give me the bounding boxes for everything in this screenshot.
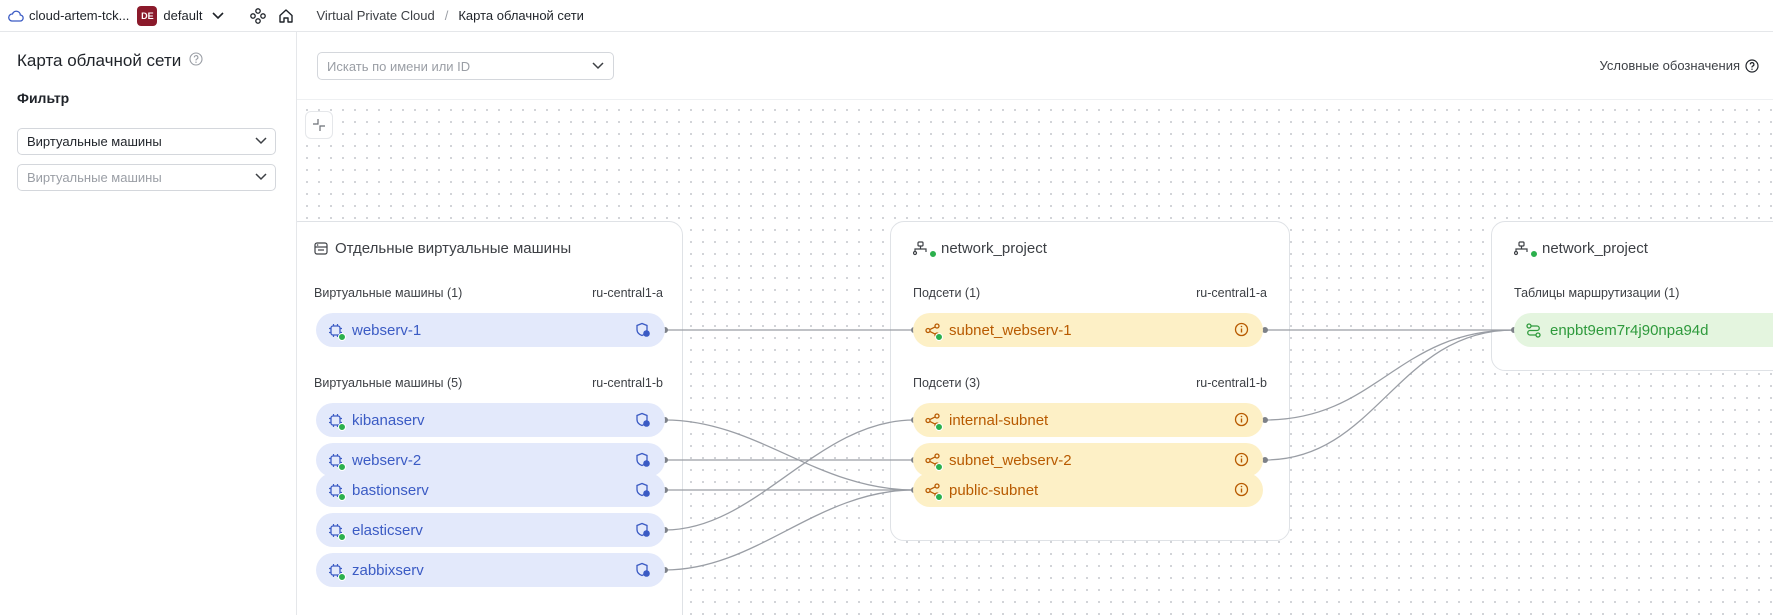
help-icon	[1745, 58, 1759, 73]
info-icon[interactable]	[1234, 412, 1249, 427]
vm-icon	[328, 483, 346, 501]
vm-name: webserv-1	[352, 321, 422, 339]
subnet-name: subnet_webserv-1	[949, 321, 1072, 339]
subnet-section-b-label: Подсети (3)	[913, 376, 981, 390]
subnet-name: subnet_webserv-2	[949, 451, 1072, 469]
security-group-icon[interactable]	[635, 562, 651, 578]
route-group-title-row: network_project	[1514, 240, 1648, 258]
filter-items-placeholder: Виртуальные машины	[27, 170, 162, 185]
vm-group-title: Отдельные виртуальные машины	[335, 240, 572, 257]
filter-type-select[interactable]: Виртуальные машины	[17, 128, 276, 155]
vm-section-a-label: Виртуальные машины (1)	[314, 286, 463, 300]
chevron-down-icon	[255, 173, 267, 181]
route-section-label: Таблицы маршрутизации (1)	[1514, 286, 1680, 300]
vm-icon	[328, 563, 346, 581]
security-group-icon[interactable]	[635, 452, 651, 468]
subnet-node-internal-subnet[interactable]: internal-subnet	[913, 403, 1263, 437]
subnet-name: internal-subnet	[949, 411, 1049, 429]
vm-node-webserv-1[interactable]: webserv-1	[316, 313, 665, 347]
network-icon	[1514, 241, 1538, 258]
network-map-canvas[interactable]: Искать по имени или ID Условные обозначе…	[297, 32, 1773, 615]
search-placeholder: Искать по имени или ID	[327, 58, 471, 74]
legend-button[interactable]: Условные обозначения	[1600, 58, 1759, 73]
vm-name: webserv-2	[352, 451, 422, 469]
route-table-name: enpbt9em7r4j90npa94d	[1550, 321, 1709, 339]
breadcrumb-current: Карта облачной сети	[458, 8, 584, 23]
page-title-row: Карта облачной сети	[17, 51, 203, 71]
sidebar: Карта облачной сети Фильтр Виртуальные м…	[0, 32, 297, 615]
vm-group-title-row: Отдельные виртуальные машины	[314, 240, 571, 257]
vm-node-webserv-2[interactable]: webserv-2	[316, 443, 665, 477]
route-table-icon	[1526, 322, 1541, 338]
route-table-node[interactable]: enpbt9em7r4j90npa94d	[1514, 313, 1773, 347]
subnet-node-subnet-webserv-1[interactable]: subnet_webserv-1	[913, 313, 1263, 347]
filter-type-value: Виртуальные машины	[27, 134, 162, 149]
subnet-section-a-zone: ru-central1-a	[1196, 286, 1267, 300]
subnet-section-b-zone: ru-central1-b	[1196, 376, 1267, 390]
vm-section-a-zone: ru-central1-a	[592, 286, 663, 300]
chevron-down-icon[interactable]	[212, 11, 225, 20]
vm-icon	[328, 453, 346, 471]
vm-name: bastionserv	[352, 481, 429, 499]
page-title: Карта облачной сети	[17, 51, 182, 70]
network-icon	[913, 241, 937, 258]
info-icon[interactable]	[1234, 322, 1249, 337]
vm-section-b-label: Виртуальные машины (5)	[314, 376, 463, 390]
subnet-icon	[925, 482, 943, 501]
chevron-down-icon	[255, 137, 267, 145]
folder-name[interactable]: default	[163, 8, 203, 23]
info-icon[interactable]	[1234, 452, 1249, 467]
vm-icon	[328, 413, 346, 431]
server-icon	[314, 242, 328, 255]
vm-icon	[328, 523, 346, 541]
info-icon[interactable]	[1234, 482, 1249, 497]
home-icon[interactable]	[278, 8, 294, 24]
help-icon[interactable]	[189, 51, 203, 71]
vm-section-b-zone: ru-central1-b	[592, 376, 663, 390]
filter-label: Фильтр	[17, 90, 70, 106]
network-group-title-row: network_project	[913, 240, 1047, 258]
vm-node-zabbixserv[interactable]: zabbixserv	[316, 553, 665, 587]
cloud-name: cloud-artem-tck...	[29, 8, 130, 23]
subnet-name: public-subnet	[949, 481, 1039, 499]
vm-name: kibanaserv	[352, 411, 425, 429]
subnet-section-a-label: Подсети (1)	[913, 286, 981, 300]
breadcrumb-service[interactable]: Virtual Private Cloud	[316, 8, 435, 23]
security-group-icon[interactable]	[635, 412, 651, 428]
cloud-selector[interactable]: cloud-artem-tck...	[8, 8, 129, 23]
top-bar: cloud-artem-tck... DE default Virtual Pr…	[0, 0, 1773, 32]
cloud-icon	[8, 10, 24, 22]
services-icon[interactable]	[250, 7, 267, 24]
vm-icon	[328, 323, 346, 341]
network-group-title: network_project	[941, 240, 1047, 257]
legend-label: Условные обозначения	[1599, 58, 1740, 73]
subnet-node-public-subnet[interactable]: public-subnet	[913, 473, 1263, 507]
chevron-down-icon	[592, 62, 604, 70]
search-select[interactable]: Искать по имени или ID	[317, 52, 614, 80]
vm-node-bastionserv[interactable]: bastionserv	[316, 473, 665, 507]
folder-badge: DE	[137, 5, 158, 26]
subnet-node-subnet-webserv-2[interactable]: subnet_webserv-2	[913, 443, 1263, 477]
vm-node-kibanaserv[interactable]: kibanaserv	[316, 403, 665, 437]
subnet-icon	[925, 452, 943, 471]
vm-node-elasticserv[interactable]: elasticserv	[316, 513, 665, 547]
security-group-icon[interactable]	[635, 522, 651, 538]
security-group-icon[interactable]	[635, 322, 651, 338]
map-toolbar: Искать по имени или ID Условные обозначе…	[297, 32, 1773, 100]
subnet-icon	[925, 412, 943, 431]
route-group-title: network_project	[1542, 240, 1648, 257]
collapse-icon[interactable]	[305, 111, 333, 139]
vm-name: elasticserv	[352, 521, 423, 539]
breadcrumb-separator: /	[444, 8, 449, 23]
vm-name: zabbixserv	[352, 561, 424, 579]
subnet-icon	[925, 322, 943, 341]
filter-items-select[interactable]: Виртуальные машины	[17, 164, 276, 191]
security-group-icon[interactable]	[635, 482, 651, 498]
